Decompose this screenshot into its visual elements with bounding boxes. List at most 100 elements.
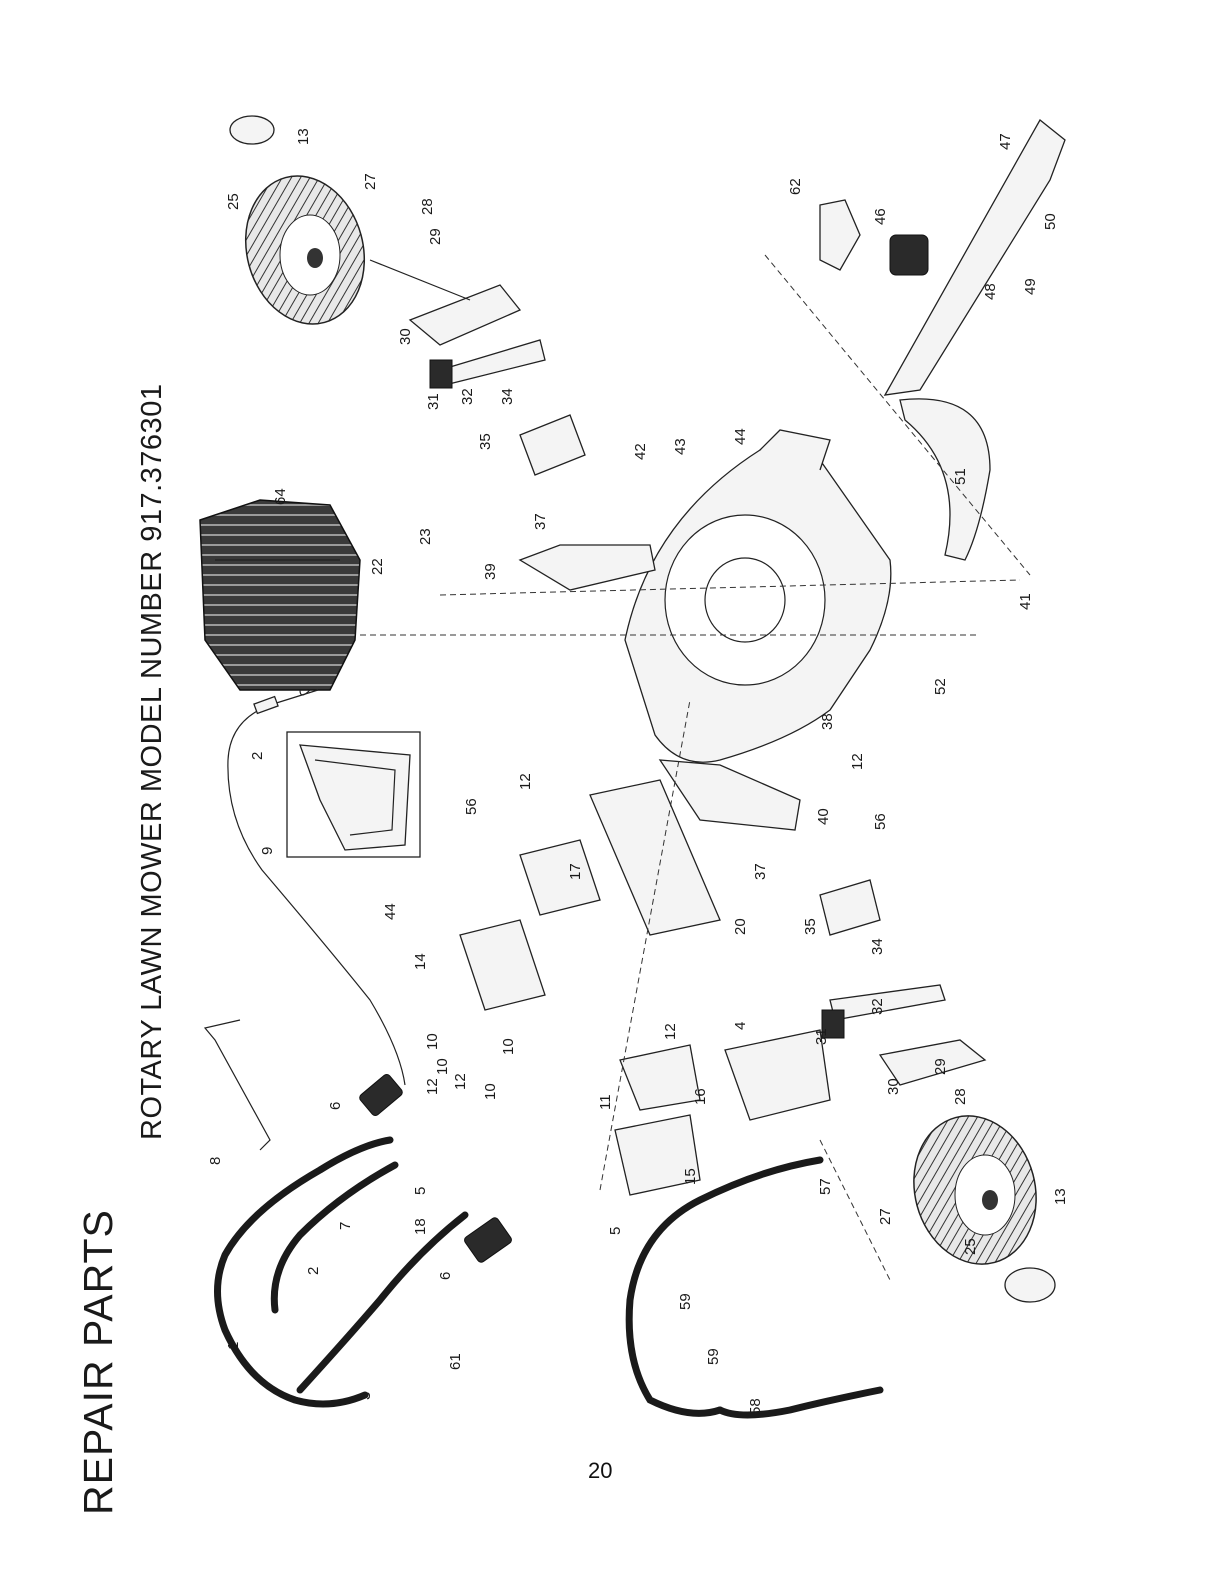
callout-label: 44 [382,903,399,920]
callout-label: 29 [427,228,444,245]
callout-label: 9 [259,847,276,855]
callout-label: 12 [849,753,866,770]
callout-label: 14 [412,953,429,970]
callout-label: 15 [682,1168,699,1185]
baffle [820,200,860,270]
callout-label: 62 [787,178,804,195]
callout-label: 31 [425,393,442,410]
callout-label: 20 [732,918,749,935]
callout-label: 12 [662,1023,679,1040]
callout-label: 49 [1022,278,1039,295]
callout-label: 17 [567,863,584,880]
callout-label: 34 [499,388,516,405]
callout-label: 34 [869,938,886,955]
callout-label: 13 [295,128,312,145]
callout-label: 37 [752,863,769,880]
callout-label: 27 [877,1208,894,1225]
callout-label: 6 [327,1102,344,1110]
rear-wheel-top [230,116,381,337]
knob-upper [358,1073,404,1117]
callout-label: 37 [532,513,549,530]
callout-label: 5 [412,1187,429,1195]
callout-label: 10 [424,1033,441,1050]
callout-label: 16 [692,1088,709,1105]
callout-label: 46 [872,208,889,225]
callout-label: 59 [677,1293,694,1310]
knob-lower [463,1216,513,1264]
callout-label: 23 [417,528,434,545]
upper-handle [218,1140,466,1404]
callout-label: 52 [932,678,949,695]
callout-label: 12 [424,1078,441,1095]
callout-label: 27 [362,173,379,190]
deck-housing [625,430,891,762]
rear-door-14 [460,920,545,1010]
callout-label: 18 [412,1218,429,1235]
plate-bottom [820,880,880,935]
callout-label: 1 [225,1342,242,1350]
callout-label: 4 [732,1022,749,1030]
callout-label: 10 [434,1058,451,1075]
callout-label: 59 [705,1348,722,1365]
callout-label: 2 [305,1267,322,1275]
callout-label: 5 [607,1227,624,1235]
callout-label: 12 [452,1073,469,1090]
callout-label: 48 [982,283,999,300]
bracket-16 [620,1045,700,1110]
lever-top [440,340,545,385]
lever-grip-top [430,360,452,388]
lower-handle [629,1160,880,1415]
callout-label: 35 [802,918,819,935]
callout-label: 56 [872,813,889,830]
callout-label: 51 [952,468,969,485]
bracket-40 [660,760,800,830]
hinge-17 [520,840,600,915]
callout-label: 6 [437,1272,454,1280]
lever-bottom [830,985,945,1020]
callout-label: 10 [482,1083,499,1100]
callout-label: 47 [997,133,1014,150]
rear-wheel-bottom [898,1102,1055,1302]
callout-label: 28 [419,198,436,215]
callout-label: 39 [482,563,499,580]
callout-label: 10 [500,1038,517,1055]
blade-adapter [890,235,928,275]
callout-label: 35 [477,433,494,450]
callout-label: 13 [1052,1188,1069,1205]
callout-label: 30 [397,328,414,345]
callout-label: 7 [337,1222,354,1230]
callout-label: 11 [597,1094,614,1110]
callout-label: 44 [732,428,749,445]
callout-label: 29 [932,1058,949,1075]
callout-label: 42 [632,443,649,460]
callout-label: 25 [962,1238,979,1255]
rod [205,1020,270,1150]
callout-label: 12 [517,773,534,790]
callout-label: 64 [272,488,289,505]
side-baffle [900,399,990,560]
callout-label: 31 [813,1028,830,1045]
callout-label: 56 [463,798,480,815]
callout-label: 40 [815,808,832,825]
engine [200,500,360,695]
callout-label: 61 [447,1353,464,1370]
axle-bracket-top [410,285,520,345]
callout-label: 43 [672,438,689,455]
callout-label: 25 [225,193,242,210]
callout-label: 58 [747,1398,764,1415]
callout-label: 8 [207,1157,224,1165]
callout-label: 22 [369,558,386,575]
bracket-39 [520,545,655,590]
callout-label: 38 [819,713,836,730]
callout-label: 32 [459,388,476,405]
inset-detail-box [287,732,420,857]
callout-label: 57 [817,1178,834,1195]
callout-label: 32 [869,998,886,1015]
callout-label: 3 [357,1392,374,1400]
plate-top [520,415,585,475]
callout-label: 41 [1017,593,1034,610]
callout-label: 50 [1042,213,1059,230]
callout-label: 28 [952,1088,969,1105]
